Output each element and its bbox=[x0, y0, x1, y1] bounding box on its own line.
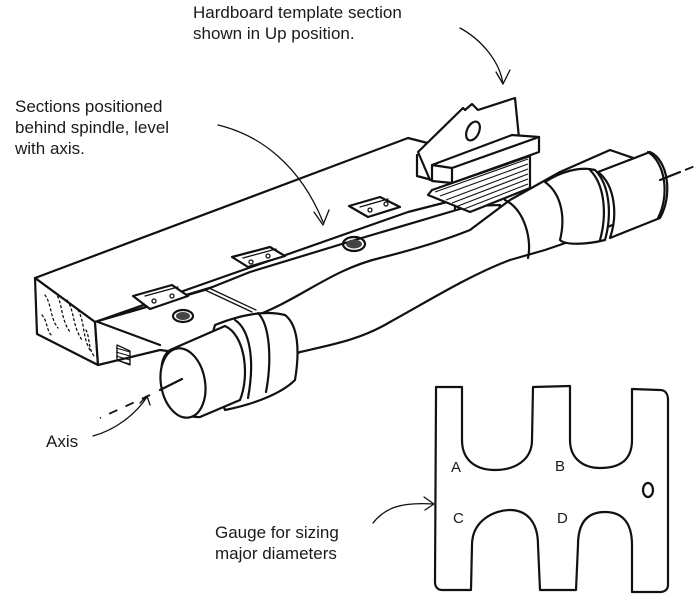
label-template-section-line2: shown in Up position. bbox=[193, 24, 355, 43]
label-gauge-line2: major diameters bbox=[215, 544, 337, 563]
label-gauge-line1: Gauge for sizing bbox=[215, 523, 339, 542]
hinge-1 bbox=[131, 283, 190, 311]
label-sections-positioned-line2: behind spindle, level bbox=[15, 118, 170, 137]
spindle bbox=[159, 148, 669, 419]
label-sections-positioned: Sections positioned behind spindle, leve… bbox=[15, 96, 169, 159]
base-block bbox=[33, 136, 457, 367]
hinge-3 bbox=[347, 195, 402, 219]
gauge-hole bbox=[641, 481, 655, 499]
hinge-2 bbox=[230, 245, 287, 269]
label-template-section: Hardboard template section shown in Up p… bbox=[193, 2, 402, 44]
label-sections-positioned-line3: with axis. bbox=[15, 139, 85, 158]
gauge-letter-d: D bbox=[557, 510, 568, 527]
label-axis: Axis bbox=[46, 431, 78, 452]
leader-sections-positioned bbox=[217, 124, 330, 226]
gauge-letter-b: B bbox=[555, 458, 565, 475]
leader-gauge bbox=[372, 496, 435, 524]
hardboard-stack-hatching bbox=[434, 158, 529, 210]
gauge-letter-a: A bbox=[451, 459, 461, 476]
leader-template-section bbox=[459, 27, 511, 85]
axis-line bbox=[99, 163, 700, 419]
label-gauge: Gauge for sizing major diameters bbox=[215, 522, 339, 564]
label-axis-text: Axis bbox=[46, 432, 79, 451]
sizing-gauge bbox=[433, 384, 670, 594]
raised-template-section bbox=[415, 96, 541, 214]
leader-axis bbox=[92, 395, 151, 437]
label-sections-positioned-line1: Sections positioned bbox=[15, 97, 163, 116]
screw-holes bbox=[171, 235, 367, 324]
end-grain-texture bbox=[41, 291, 95, 357]
gauge-letter-c: C bbox=[453, 510, 464, 527]
underside-hatching bbox=[115, 347, 131, 365]
label-template-section-line1: Hardboard template section bbox=[193, 3, 402, 22]
